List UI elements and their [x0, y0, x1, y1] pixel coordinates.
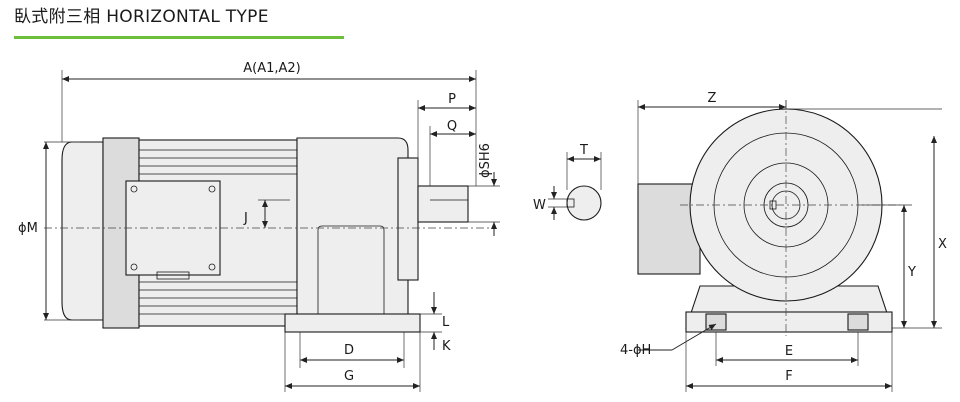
dim-l-label: L: [442, 315, 450, 330]
dim-t-label: T: [579, 143, 588, 158]
cooling-fins: [139, 149, 297, 315]
side-view: A(A1,A2) P Q ϕSH6 ϕM J L K: [18, 61, 500, 392]
dim-g-label: G: [344, 369, 354, 384]
dim-x-label: X: [938, 237, 947, 252]
screw-icon: [208, 263, 216, 271]
dim-y-label: Y: [907, 265, 916, 280]
front-view: Z X Y 4-ϕH E F: [620, 91, 947, 392]
dim-z-label: Z: [708, 91, 717, 106]
dim-a-label: A(A1,A2): [243, 61, 301, 76]
dim-h-label: 4-ϕH: [620, 343, 651, 358]
cable-gland: [156, 271, 190, 280]
dim-w-label: W: [533, 198, 546, 213]
dim-k-label: K: [442, 339, 451, 354]
shaft-section-view: T W: [533, 143, 602, 221]
dim-sh-label: ϕSH6: [478, 143, 493, 178]
gearbox-leg: [317, 225, 385, 314]
section-title: 臥式附三相 HORIZONTAL TYPE: [14, 7, 269, 27]
dim-d-label: D: [344, 343, 354, 358]
dim-q-label: Q: [447, 119, 457, 134]
output-shaft: [417, 185, 469, 223]
mounting-foot: [284, 313, 421, 333]
output-flange: [397, 157, 419, 281]
dim-p-label: P: [448, 92, 456, 107]
title-underline: [14, 36, 344, 39]
front-foot: [685, 311, 893, 333]
motor-end-cap: [61, 141, 104, 321]
screw-icon: [130, 185, 138, 193]
key-slot: [566, 198, 575, 208]
shaft-cross-section: [566, 185, 602, 221]
dim-f-label: F: [785, 369, 792, 384]
dim-m-label: ϕM: [18, 221, 38, 236]
screw-icon: [130, 263, 138, 271]
dim-j-label: J: [243, 211, 248, 226]
dim-e-label: E: [785, 344, 793, 359]
foot-hole-right: [847, 313, 869, 331]
screw-icon: [208, 185, 216, 193]
section-header: 臥式附三相 HORIZONTAL TYPE: [14, 6, 344, 40]
